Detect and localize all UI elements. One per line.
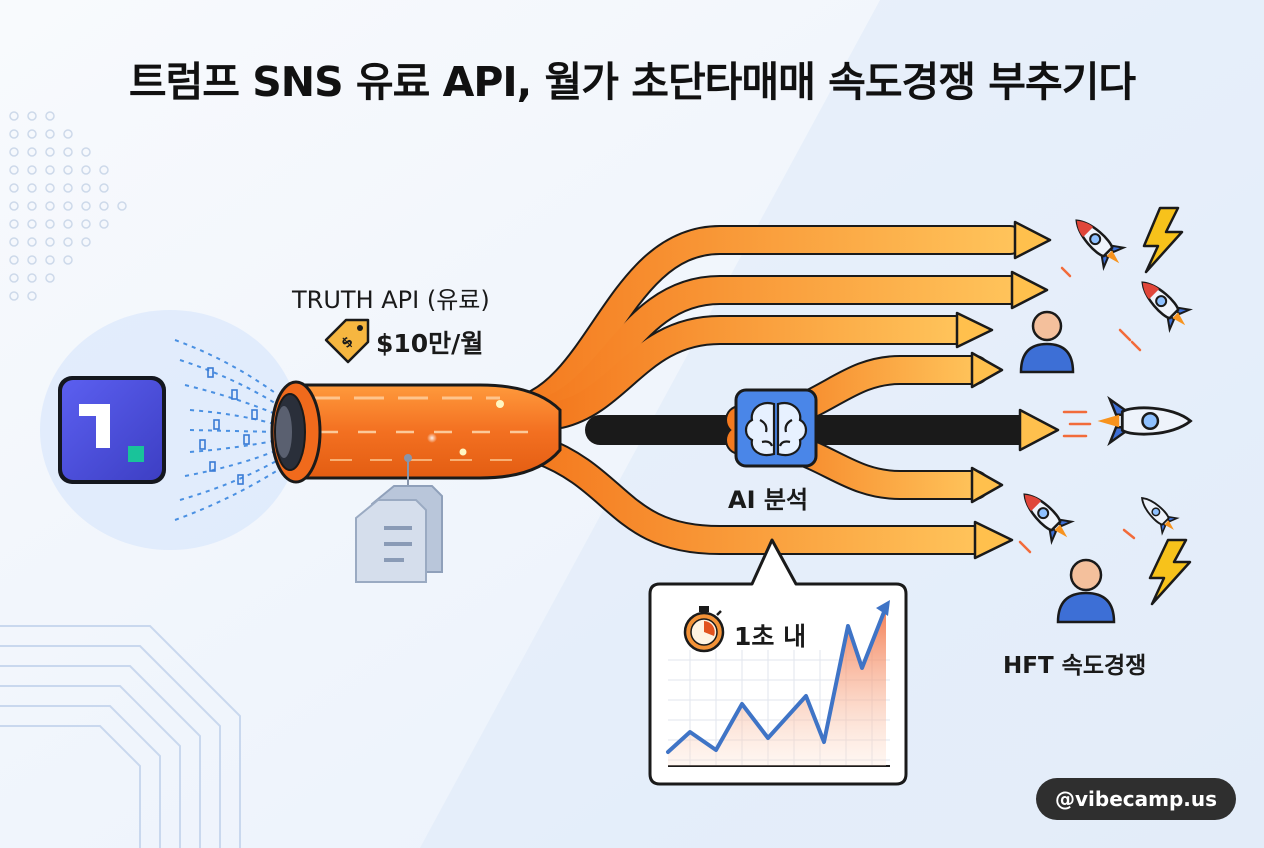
price-tag-icon: $: [324, 318, 370, 364]
rocket-icon: [1141, 281, 1193, 333]
latency-chart-bubble: [648, 538, 908, 786]
latency-label: 1초 내: [734, 622, 807, 651]
dot-pattern: [9, 111, 127, 301]
data-bits: [174, 339, 279, 521]
speed-streaks: [1018, 266, 1142, 554]
api-price-label: $10만/월: [376, 329, 484, 358]
person-icon: [1056, 558, 1116, 624]
lightning-icon: [1148, 538, 1192, 606]
hft-label: HFT 속도경쟁: [1003, 653, 1147, 679]
person-icon: [1019, 310, 1075, 374]
ai-brain-box: [734, 388, 818, 468]
lightning-icon: [1142, 206, 1184, 274]
truth-social-app-icon: [58, 376, 166, 484]
watermark-badge: @vibecamp.us: [1036, 778, 1236, 820]
document-tag-icon: [355, 454, 443, 583]
api-pipe: [270, 380, 562, 484]
rocket-icon: [1075, 219, 1127, 271]
arrowheads: [955, 220, 1060, 560]
page-title: 트럼프 SNS 유료 API, 월가 초단타매매 속도경쟁 부추기다: [128, 58, 1136, 106]
rocket-icon: [1097, 395, 1193, 447]
brain-icon: [744, 402, 808, 457]
binary-bits: [199, 367, 258, 485]
ai-analysis-label: AI 분석: [728, 486, 809, 514]
stopwatch-icon: [683, 606, 725, 653]
rocket-icon: [1141, 497, 1180, 536]
circuit-lines: [0, 625, 241, 848]
api-name-label: TRUTH API (유료): [292, 286, 490, 314]
rocket-icon: [1023, 493, 1075, 545]
